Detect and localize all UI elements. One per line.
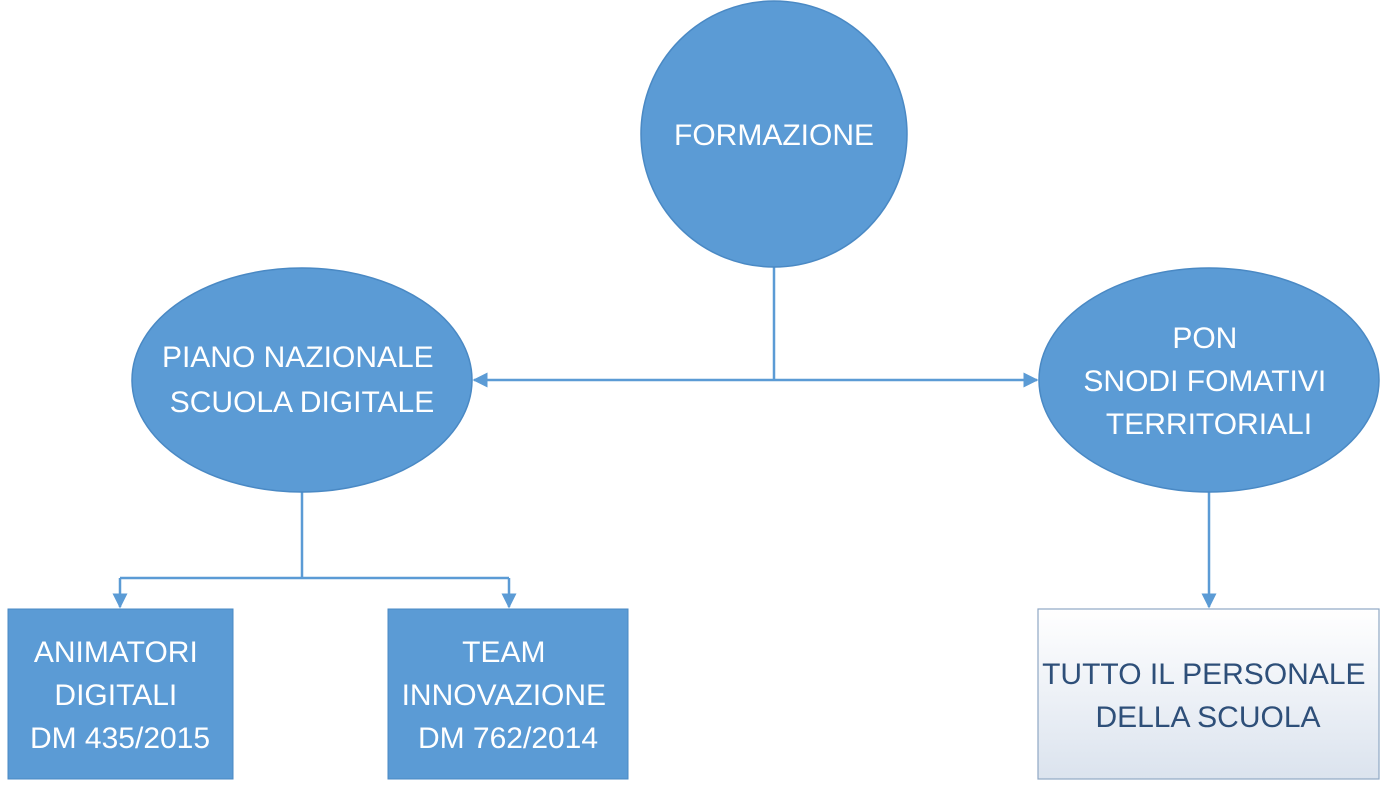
node-pnsd-line-1: PIANO NAZIONALE <box>162 341 434 374</box>
node-team-line-1: TEAM <box>462 636 545 669</box>
node-pon-shape <box>1038 267 1380 493</box>
node-animatori-label: ANIMATORI DIGITALI DM 435/2015 <box>30 636 210 755</box>
node-pon-line-2: SNODI FOMATIVI <box>1083 365 1326 398</box>
node-pon-line-1: PON <box>1172 322 1237 355</box>
node-personale-label: TUTTO IL PERSONALE DELLA SCUOLA <box>1042 658 1374 734</box>
node-formazione-label: FORMAZIONE <box>674 119 874 152</box>
node-formazione-shape <box>640 0 908 268</box>
node-personale-line-2: DELLA SCUOLA <box>1095 701 1320 734</box>
node-animatori-line-1: ANIMATORI <box>34 636 198 669</box>
node-pon-line-3: TERRITORIALI <box>1106 408 1312 441</box>
node-animatori-line-2: DIGITALI <box>54 679 177 712</box>
node-personale-shape <box>1037 608 1380 780</box>
node-personale: TUTTO IL PERSONALE DELLA SCUOLA <box>1037 608 1380 780</box>
node-pnsd-shape <box>131 267 473 493</box>
node-animatori-line-3: DM 435/2015 <box>30 722 210 755</box>
connectors <box>112 266 1217 609</box>
node-animatori: ANIMATORI DIGITALI DM 435/2015 <box>7 608 234 780</box>
node-formazione: FORMAZIONE <box>640 0 908 268</box>
node-team-shape <box>387 608 629 780</box>
node-pnsd-line-2: SCUOLA DIGITALE <box>170 386 435 419</box>
node-pnsd-label: PIANO NAZIONALE SCUOLA DIGITALE <box>162 341 442 419</box>
node-team: TEAM INNOVAZIONE DM 762/2014 <box>387 608 629 780</box>
node-pon-label: PON SNODI FOMATIVI TERRITORIALI <box>1083 322 1334 441</box>
node-team-label: TEAM INNOVAZIONE DM 762/2014 <box>402 636 615 755</box>
node-team-line-3: DM 762/2014 <box>418 722 598 755</box>
node-team-line-2: INNOVAZIONE <box>402 679 606 712</box>
node-animatori-shape <box>7 608 234 780</box>
node-pon: PON SNODI FOMATIVI TERRITORIALI <box>1038 267 1380 493</box>
node-personale-line-1: TUTTO IL PERSONALE <box>1042 658 1365 691</box>
node-pnsd: PIANO NAZIONALE SCUOLA DIGITALE <box>131 267 473 493</box>
node-formazione-line-1: FORMAZIONE <box>674 119 874 152</box>
